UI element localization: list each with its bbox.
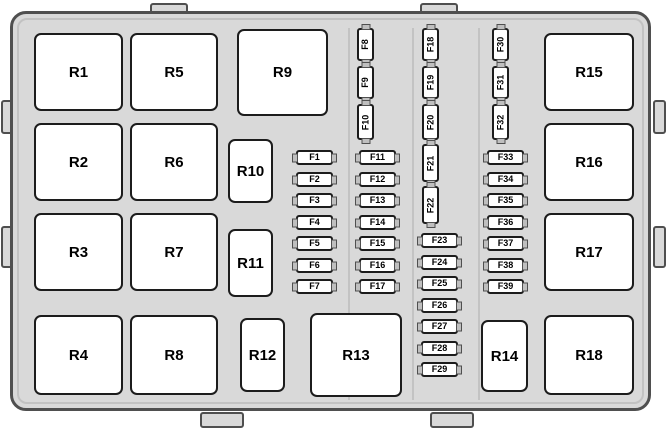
- fuse-f39: F39: [487, 279, 524, 294]
- fuse-f16: F16: [359, 258, 396, 273]
- fuse-f11: F11: [359, 150, 396, 165]
- relay-r4: R4: [34, 315, 123, 395]
- fuse-f8: F8: [357, 28, 374, 61]
- fuse-f13: F13: [359, 193, 396, 208]
- relay-r17: R17: [544, 213, 634, 291]
- fuse-f10: F10: [357, 104, 374, 140]
- fuse-f2: F2: [296, 172, 333, 187]
- relay-r18: R18: [544, 315, 634, 395]
- side-clip-right-lower: [653, 226, 666, 268]
- molded-rib: [478, 28, 480, 400]
- relay-r11: R11: [228, 229, 273, 297]
- fuse-f35: F35: [487, 193, 524, 208]
- relay-r16: R16: [544, 123, 634, 201]
- fuse-f12: F12: [359, 172, 396, 187]
- fuse-f9: F9: [357, 66, 374, 99]
- fuse-f1: F1: [296, 150, 333, 165]
- fuse-f19: F19: [422, 66, 439, 99]
- fuse-f37: F37: [487, 236, 524, 251]
- fuse-f23: F23: [421, 233, 458, 248]
- relay-r8: R8: [130, 315, 218, 395]
- fuse-f20: F20: [422, 104, 439, 140]
- fuse-f14: F14: [359, 215, 396, 230]
- fuse-f15: F15: [359, 236, 396, 251]
- panel-inner-outline: [17, 18, 644, 404]
- relay-r3: R3: [34, 213, 123, 291]
- mounting-tab-bottom-left: [200, 412, 244, 428]
- fuse-f5: F5: [296, 236, 333, 251]
- fuse-f22: F22: [422, 186, 439, 224]
- relay-r7: R7: [130, 213, 218, 291]
- relay-r9: R9: [237, 29, 328, 116]
- fuse-f29: F29: [421, 362, 458, 377]
- fuse-f17: F17: [359, 279, 396, 294]
- side-clip-right-upper: [653, 100, 666, 134]
- fuse-f28: F28: [421, 341, 458, 356]
- fuse-f31: F31: [492, 66, 509, 99]
- mounting-tab-bottom-right: [430, 412, 474, 428]
- relay-r2: R2: [34, 123, 123, 201]
- molded-rib: [348, 28, 350, 400]
- fuse-f34: F34: [487, 172, 524, 187]
- fuse-f4: F4: [296, 215, 333, 230]
- fuse-f32: F32: [492, 104, 509, 140]
- relay-r13: R13: [310, 313, 402, 397]
- fuse-f24: F24: [421, 255, 458, 270]
- fuse-f21: F21: [422, 144, 439, 182]
- relay-r14: R14: [481, 320, 528, 392]
- fuse-f26: F26: [421, 298, 458, 313]
- fuse-f36: F36: [487, 215, 524, 230]
- relay-r15: R15: [544, 33, 634, 111]
- relay-r6: R6: [130, 123, 218, 201]
- fuse-f18: F18: [422, 28, 439, 61]
- relay-r1: R1: [34, 33, 123, 111]
- fuse-f30: F30: [492, 28, 509, 61]
- relay-r5: R5: [130, 33, 218, 111]
- fuse-f25: F25: [421, 276, 458, 291]
- relay-r10: R10: [228, 139, 273, 203]
- molded-rib: [412, 28, 414, 400]
- fuse-f3: F3: [296, 193, 333, 208]
- fuse-f27: F27: [421, 319, 458, 334]
- fuse-f7: F7: [296, 279, 333, 294]
- fuse-f6: F6: [296, 258, 333, 273]
- fuse-f38: F38: [487, 258, 524, 273]
- fuse-f33: F33: [487, 150, 524, 165]
- relay-r12: R12: [240, 318, 285, 392]
